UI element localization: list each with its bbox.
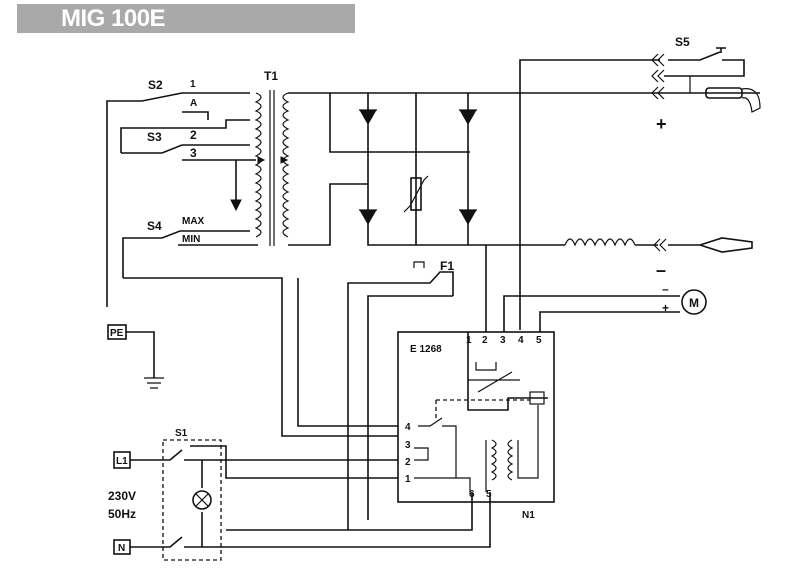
label-motor-minus: – xyxy=(662,282,669,296)
label-s4-min: MIN xyxy=(182,234,200,245)
label-t1: T1 xyxy=(264,69,278,83)
label-s4: S4 xyxy=(147,219,162,233)
label-l1: L1 xyxy=(116,456,128,467)
label-term-top-3: 3 xyxy=(500,335,506,346)
rectifier-bridge xyxy=(330,92,760,246)
label-s4-max: MAX xyxy=(182,216,205,227)
label-term-left-1: 1 xyxy=(405,474,411,485)
label-term-left-4: 4 xyxy=(405,422,411,433)
earth-pe: PE xyxy=(107,324,164,389)
switch-s3: S3 2 3 xyxy=(120,119,256,161)
wire-feed-motor: M – + xyxy=(485,245,707,332)
label-term-top-4: 4 xyxy=(518,335,524,346)
label-term-top-1: 1 xyxy=(466,335,472,346)
label-f1: F1 xyxy=(440,259,454,273)
label-s5: S5 xyxy=(675,35,690,49)
label-s2-tapA: A xyxy=(190,98,197,109)
control-board-n1: E 1268 N1 1 2 3 4 5 4 3 2 1 6 5 xyxy=(397,331,555,521)
label-term-bottom-5: 5 xyxy=(486,489,492,500)
torch-output: S5 + xyxy=(519,35,761,330)
label-s2: S2 xyxy=(148,78,163,92)
label-term-top-5: 5 xyxy=(536,335,542,346)
label-motor-plus: + xyxy=(662,301,669,315)
title-banner: MIG 100E xyxy=(17,4,355,33)
label-s1: S1 xyxy=(175,428,188,439)
fuse-f1: F1 xyxy=(297,259,454,530)
label-voltage: 230V xyxy=(108,489,136,503)
label-n1: N1 xyxy=(522,510,535,521)
label-term-left-2: 2 xyxy=(405,457,411,468)
label-term-left-3: 3 xyxy=(405,440,411,451)
label-s3-tap3: 3 xyxy=(190,146,197,160)
label-pe: PE xyxy=(110,328,124,339)
label-frequency: 50Hz xyxy=(108,507,136,521)
label-neutral: N xyxy=(118,543,125,554)
switch-s4: S4 MAX MIN xyxy=(122,216,398,437)
switch-s2: S2 1 A xyxy=(106,78,250,307)
page-title: MIG 100E xyxy=(61,5,166,32)
label-board: E 1268 xyxy=(410,344,442,355)
label-s2-tap1: 1 xyxy=(190,79,196,90)
label-s3-tap2: 2 xyxy=(190,128,197,142)
main-switch-s1: S1 L1 N 230V 50Hz xyxy=(108,428,491,561)
label-minus: – xyxy=(656,260,666,280)
motor-symbol-label: M xyxy=(689,296,699,310)
work-clamp-output: – xyxy=(564,237,753,280)
label-term-top-2: 2 xyxy=(482,335,488,346)
label-plus: + xyxy=(656,114,667,134)
transformer-t1: T1 xyxy=(230,69,470,246)
label-s3: S3 xyxy=(147,130,162,144)
